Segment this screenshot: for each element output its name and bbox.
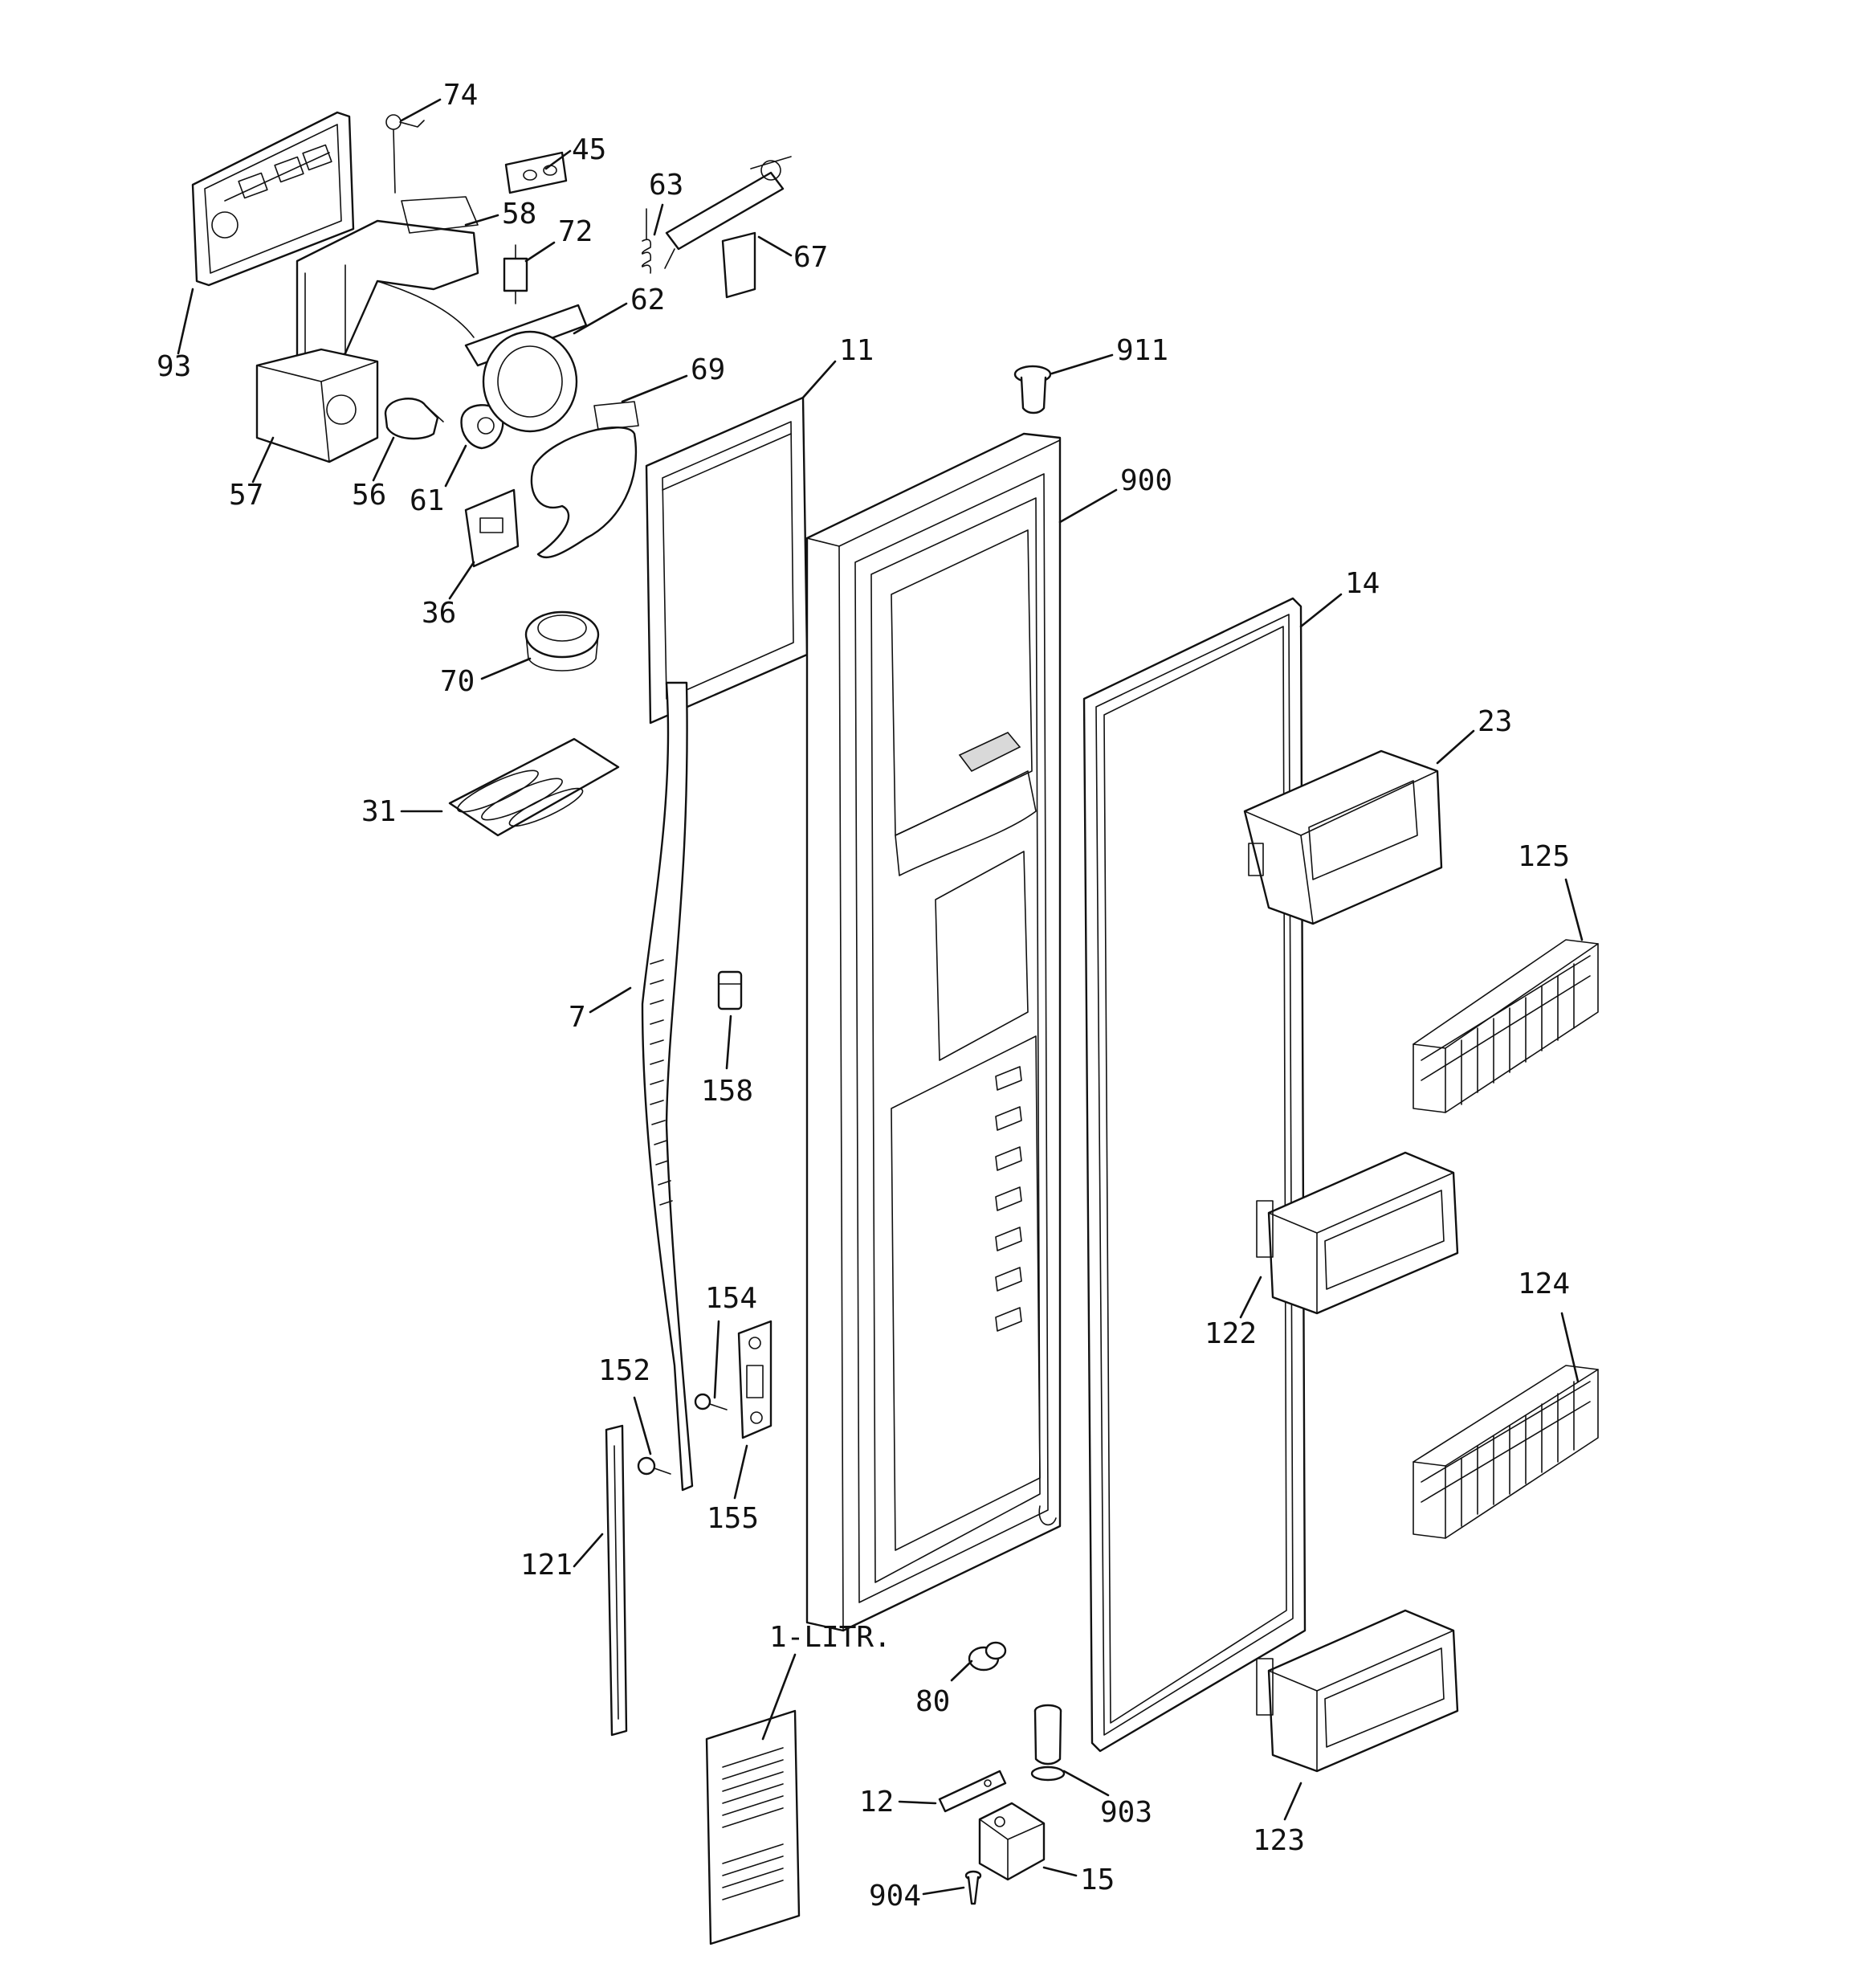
- callout-63: 63: [649, 169, 683, 202]
- part-154-screw: [694, 1393, 728, 1410]
- callout-93: 93: [157, 350, 191, 383]
- part-45-bracket: [504, 151, 568, 194]
- callout-57: 57: [229, 479, 263, 512]
- callout-70: 70: [440, 665, 475, 698]
- part-70-bezel-ring: [524, 610, 600, 672]
- part-158-clip: [717, 970, 743, 1010]
- callout-903: 903: [1100, 1796, 1152, 1829]
- part-67-lever: [665, 156, 792, 299]
- callout-62: 62: [630, 284, 665, 316]
- callout-80: 80: [915, 1685, 950, 1718]
- part-69-chute: [530, 401, 639, 559]
- part-1-litr-literature: [705, 1709, 801, 1945]
- part-63-spring: [641, 208, 675, 274]
- callout-904: 904: [869, 1880, 921, 1912]
- part-15-hinge: [978, 1802, 1046, 1881]
- callout-14: 14: [1345, 567, 1380, 600]
- part-57-motor-box: [255, 348, 379, 463]
- callout-154: 154: [705, 1282, 757, 1315]
- callout-155: 155: [707, 1502, 759, 1535]
- part-900-door-liner: [805, 432, 1062, 1632]
- part-31-drip-grille: [448, 737, 620, 837]
- part-903-hinge-pin: [1030, 1704, 1066, 1782]
- part-12-bracket: [938, 1770, 1007, 1813]
- callout-123: 123: [1253, 1824, 1305, 1857]
- callout-11: 11: [839, 334, 874, 367]
- part-61-coupler: [460, 404, 504, 450]
- part-36-bracket: [464, 488, 520, 568]
- callout-67: 67: [793, 241, 828, 274]
- part-56-auger-motor-cap: [384, 398, 444, 440]
- part-152-screw: [637, 1456, 671, 1476]
- callout-58: 58: [502, 198, 536, 231]
- leader-lines: [177, 98, 1584, 1896]
- callout-72: 72: [558, 215, 593, 248]
- callout-labels: 74 45 63 58 72 67 62 93 69 11 911 57 56 …: [157, 79, 1570, 1912]
- callout-121: 121: [520, 1549, 573, 1582]
- callout-56: 56: [352, 479, 386, 512]
- part-62-ring: [464, 304, 588, 433]
- part-121-trim-strip: [605, 1424, 628, 1737]
- callout-122: 122: [1205, 1317, 1257, 1350]
- part-14-gasket: [1082, 597, 1307, 1753]
- part-125-wire-basket: [1413, 939, 1599, 1113]
- part-72-switch: [503, 244, 528, 304]
- part-911-cap: [1013, 365, 1052, 414]
- part-74-spring-wire: [385, 114, 425, 194]
- part-11-inner-frame: [645, 396, 809, 725]
- callout-69: 69: [691, 353, 725, 386]
- callout-911: 911: [1116, 334, 1168, 367]
- callout-15: 15: [1080, 1863, 1115, 1896]
- callout-61: 61: [410, 484, 444, 517]
- part-93-control-panel: [191, 111, 355, 287]
- callout-23: 23: [1478, 705, 1512, 738]
- part-23-door-bin: [1243, 749, 1443, 925]
- callout-1-litr: 1-LITR.: [769, 1621, 891, 1654]
- callout-74: 74: [443, 79, 478, 112]
- callout-158: 158: [701, 1075, 753, 1108]
- callout-12: 12: [859, 1786, 894, 1819]
- part-122-door-shelf: [1256, 1151, 1459, 1315]
- callout-152: 152: [598, 1354, 650, 1387]
- part-155-hinge: [737, 1320, 773, 1439]
- part-124-wire-basket: [1413, 1365, 1599, 1539]
- callout-7: 7: [569, 1001, 586, 1034]
- part-80-plug: [968, 1641, 1007, 1672]
- callout-31: 31: [361, 795, 396, 828]
- callout-125: 125: [1518, 840, 1570, 873]
- part-7-handle-strip: [641, 681, 694, 1492]
- callout-124: 124: [1518, 1268, 1570, 1300]
- callout-45: 45: [572, 133, 606, 166]
- callout-900: 900: [1120, 464, 1172, 497]
- callout-36: 36: [422, 597, 456, 630]
- part-123-door-shelf: [1256, 1609, 1459, 1773]
- part-904-screw: [964, 1870, 982, 1905]
